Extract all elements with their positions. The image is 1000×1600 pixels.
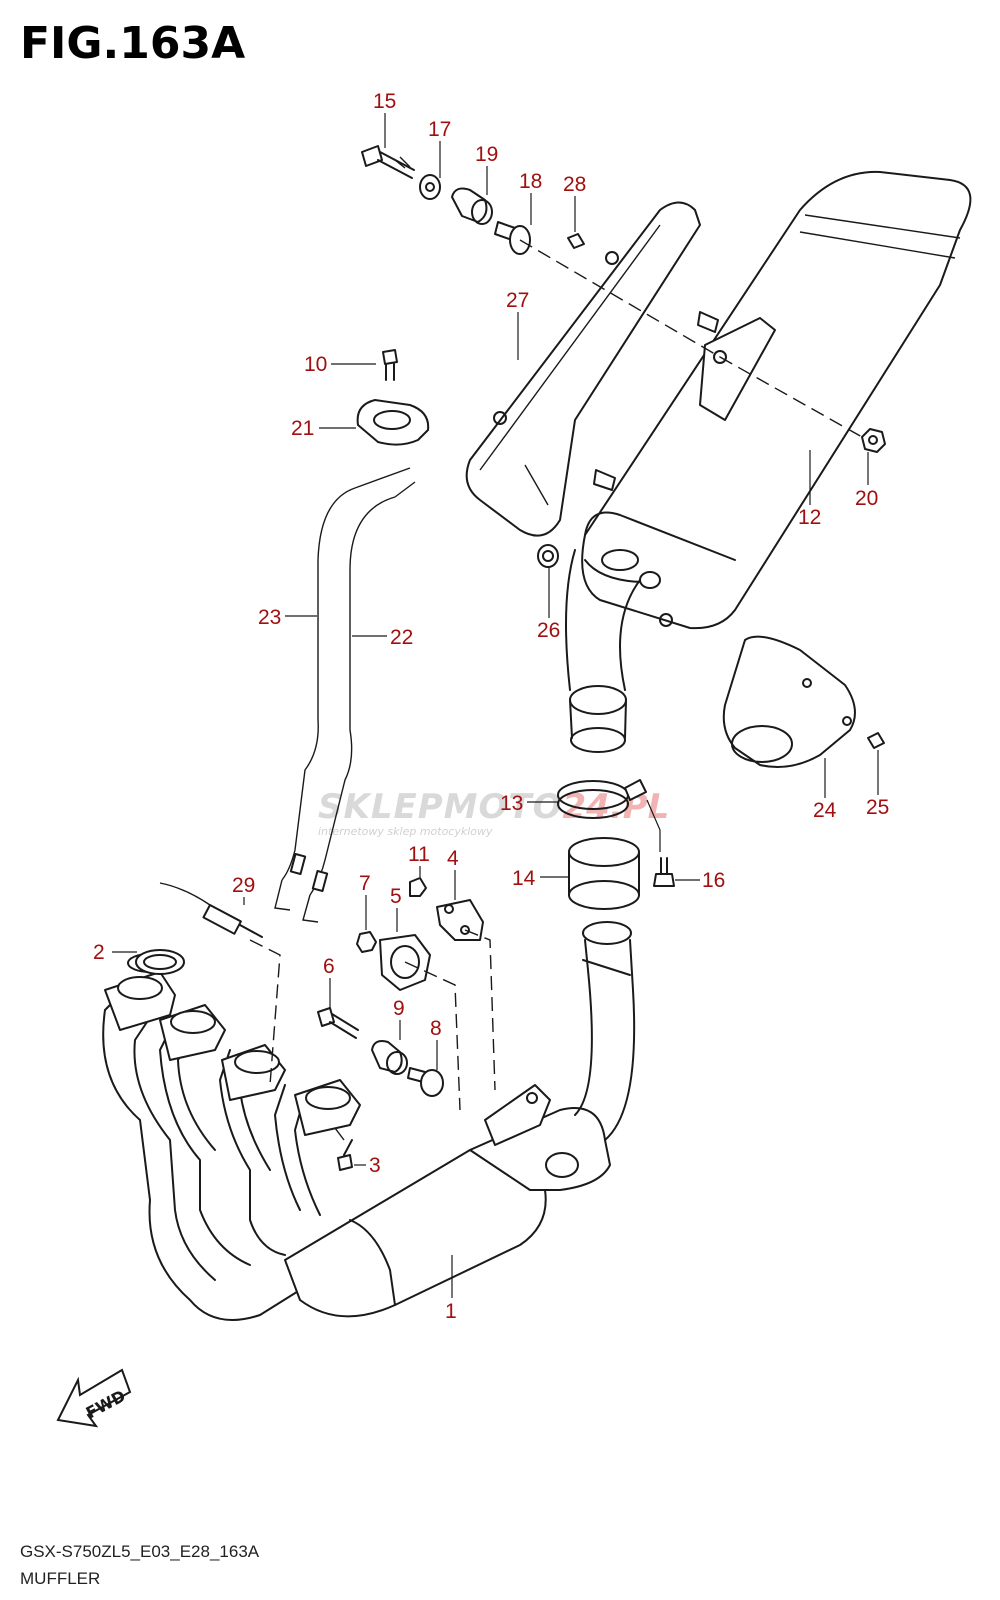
callout-26: 26 xyxy=(537,619,560,642)
callout-18: 18 xyxy=(519,170,542,193)
sensor-cables xyxy=(274,467,416,923)
callout-15: 15 xyxy=(373,90,396,113)
callout-6: 6 xyxy=(323,955,335,978)
callout-21: 21 xyxy=(291,417,314,440)
watermark-tagline: internetowy sklep motocyklowy xyxy=(318,825,493,838)
callout-28: 28 xyxy=(563,173,586,196)
hardware xyxy=(135,145,886,1171)
leader-lines xyxy=(112,113,879,1298)
callout-9: 9 xyxy=(393,997,405,1020)
callout-22: 22 xyxy=(390,626,413,649)
callout-12: 12 xyxy=(798,506,821,529)
callout-3: 3 xyxy=(369,1154,381,1177)
svg-text:SKLEPMOTO24.PL: SKLEPMOTO24.PL xyxy=(318,787,669,827)
callout-29: 29 xyxy=(232,874,255,897)
callout-1: 1 xyxy=(445,1300,457,1323)
callout-14: 14 xyxy=(512,867,536,890)
connector-pipe xyxy=(565,549,673,753)
callout-17: 17 xyxy=(428,118,451,141)
callout-2: 2 xyxy=(93,941,105,964)
muffler-body xyxy=(581,170,972,630)
callout-4: 4 xyxy=(447,847,459,870)
watermark: SKLEPMOTO24.PL internetowy sklep motocyk… xyxy=(318,787,669,838)
callout-19: 19 xyxy=(475,143,498,166)
callout-27: 27 xyxy=(506,289,529,312)
callout-13: 13 xyxy=(500,792,523,815)
callout-16: 16 xyxy=(702,869,725,892)
heat-shield xyxy=(465,201,701,537)
muffler-bracket xyxy=(593,311,776,491)
callout-25: 25 xyxy=(866,796,889,819)
diagram-code: GSX-S750ZL5_E03_E28_163A xyxy=(20,1542,260,1561)
callout-10: 10 xyxy=(304,353,327,376)
callout-5: 5 xyxy=(390,885,402,908)
collector xyxy=(284,921,636,1318)
callout-20: 20 xyxy=(855,487,878,510)
callout-24: 24 xyxy=(813,799,837,822)
callout-23: 23 xyxy=(258,606,281,629)
figure-title: FIG.163A xyxy=(20,18,245,69)
gasket xyxy=(568,837,640,910)
fwd-arrow-icon: FWD xyxy=(56,1368,132,1428)
clamp xyxy=(557,779,647,819)
watermark-prefix: SKLEPMOTO xyxy=(318,787,562,827)
callout-11: 11 xyxy=(408,843,430,866)
callout-7: 7 xyxy=(359,872,371,895)
callouts: 15 17 19 18 28 27 10 21 12 20 26 23 22 2… xyxy=(93,90,889,1323)
assembly-lines xyxy=(249,239,863,1141)
diagram-name: MUFFLER xyxy=(20,1569,100,1588)
end-cap xyxy=(722,635,856,768)
callout-8: 8 xyxy=(430,1017,442,1040)
